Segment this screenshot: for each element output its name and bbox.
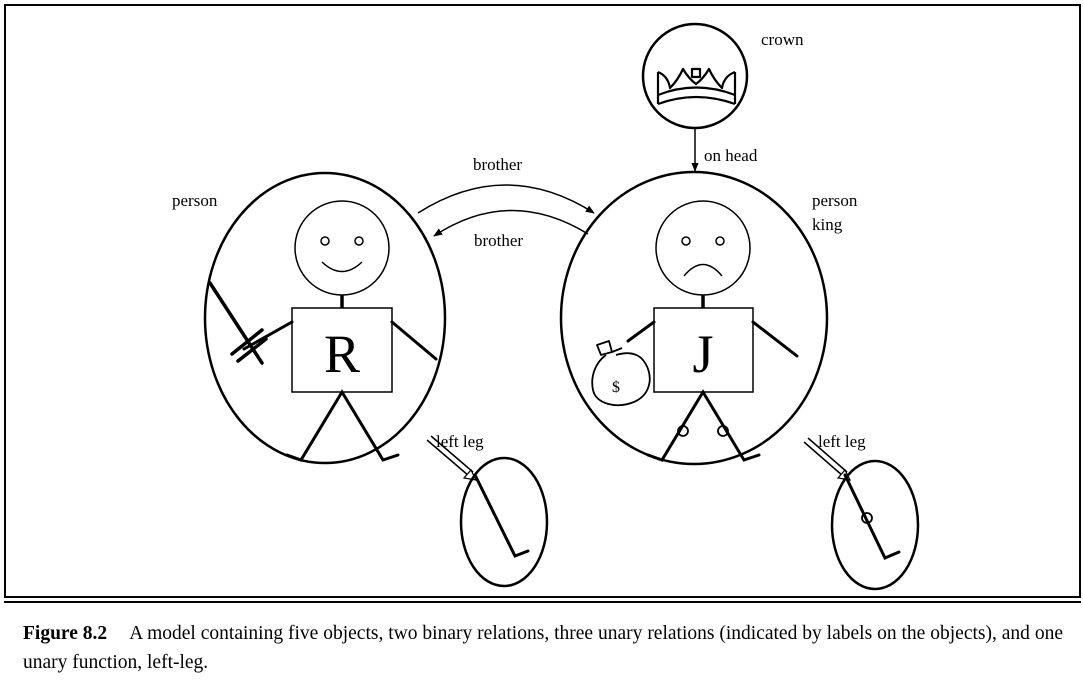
leg-circles-icon: [677, 425, 729, 437]
caption-rule-bottom: [4, 601, 1081, 603]
brother-label-bottom: brother: [474, 231, 523, 250]
left-leg-circle-left: [459, 456, 549, 588]
left-leg-arrow-left: [426, 435, 478, 481]
person-label-right: person: [812, 191, 858, 210]
right-figure-circle: [559, 170, 829, 466]
person-label-left: person: [172, 191, 218, 210]
crown-object: crown: [641, 22, 804, 130]
money-bag-icon: [591, 340, 651, 406]
leg-shape-right: [843, 473, 901, 560]
on-head-label: on head: [704, 146, 758, 165]
brother-label-top: brother: [473, 155, 522, 174]
model-diagram: crown on head brother brother person R: [172, 22, 920, 591]
letter-r: R: [324, 324, 360, 384]
left-figure-object: person R: [172, 171, 447, 465]
leg-shape-left: [473, 473, 530, 558]
figure-frame: [4, 4, 1081, 598]
crown-label: crown: [761, 30, 804, 49]
sword-icon: [208, 281, 268, 365]
left-leg-object-right: [830, 459, 920, 591]
caption-rule-top: [4, 596, 1081, 598]
crown-icon: [656, 67, 737, 106]
left-leg-label-left: left leg: [436, 432, 484, 451]
letter-j: J: [692, 324, 713, 384]
left-leg-label-right: left leg: [818, 432, 866, 451]
leg-knee-circle: [861, 512, 873, 524]
right-figure-object: person king J $: [559, 170, 858, 466]
king-label: king: [812, 215, 843, 234]
caption-label: Figure 8.2: [23, 623, 108, 644]
brother-arrow-bottom: [433, 209, 589, 237]
money-bag-symbol: $: [612, 379, 620, 396]
caption-text: A model containing five objects, two bin…: [23, 623, 1063, 673]
right-figure-limbs: [626, 320, 799, 462]
left-figure-circle: [203, 171, 447, 465]
brother-arrow-top: [417, 184, 595, 214]
left-leg-object-left: [459, 456, 549, 588]
left-figure-face: [294, 200, 390, 296]
left-leg-circle-right: [830, 459, 920, 591]
right-figure-face: [655, 200, 751, 296]
